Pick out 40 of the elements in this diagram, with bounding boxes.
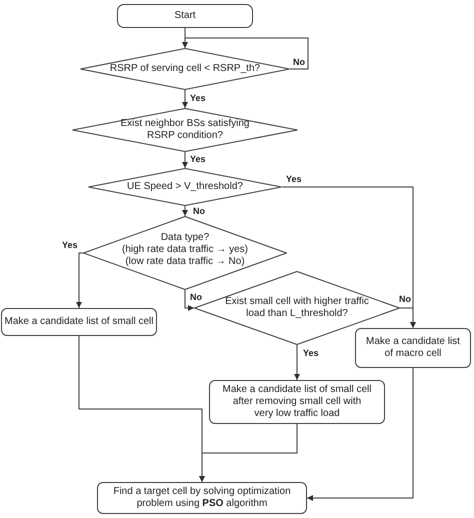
decision-text: (high rate data traffic → yes) <box>122 244 248 256</box>
arrow <box>306 368 414 501</box>
step-text: Make a candidate list of small cell after removing small cell with very low traffic load <box>222 384 372 420</box>
decision-text: Exist small cell with higher traffic load than L_threshold? <box>224 296 370 320</box>
edge-label: Yes <box>190 93 206 104</box>
arrow <box>182 206 188 216</box>
process-box <box>1 308 157 336</box>
edge-label: No <box>399 294 411 305</box>
decision-diamond <box>83 216 287 290</box>
terminal-text: Start <box>174 10 196 22</box>
step-text: Make a candidate list of small cell <box>4 316 154 328</box>
edge-label: Yes <box>190 154 206 165</box>
decision-text: (low rate data traffic → No) <box>125 256 245 268</box>
edge-label: No <box>190 292 202 303</box>
decision-diamond <box>80 48 290 90</box>
process-box <box>97 482 307 514</box>
edge-label: Yes <box>62 240 78 251</box>
start-terminal <box>117 4 253 28</box>
decision-text: Data type? <box>160 232 210 244</box>
arrow <box>199 424 298 482</box>
arrow <box>182 152 188 168</box>
step-text: Make a candidate list of macro cell <box>365 336 461 360</box>
edge-label: Yes <box>303 348 319 359</box>
arrow <box>294 344 300 380</box>
decision-diamond <box>72 108 298 152</box>
arrow <box>184 290 194 311</box>
arrow <box>182 90 188 108</box>
edge-label: Yes <box>286 174 302 185</box>
decision-diamond <box>88 168 282 206</box>
process-box <box>209 380 385 424</box>
decision-text: RSRP of serving cell < RSRP_th? <box>110 63 260 75</box>
process-box <box>355 328 471 368</box>
arrow <box>182 38 308 70</box>
arrow <box>76 252 84 308</box>
arrow <box>400 308 416 328</box>
decision-text: UE Speed > V_threshold? <box>127 181 243 193</box>
edge-label: No <box>193 206 205 217</box>
decision-text: Exist neighbor BSs satisfying RSRP condition? <box>120 118 250 142</box>
step-text: Find a target cell by solving optimization problem using PSO algorithm <box>112 486 292 510</box>
edge-label: No <box>293 57 305 68</box>
